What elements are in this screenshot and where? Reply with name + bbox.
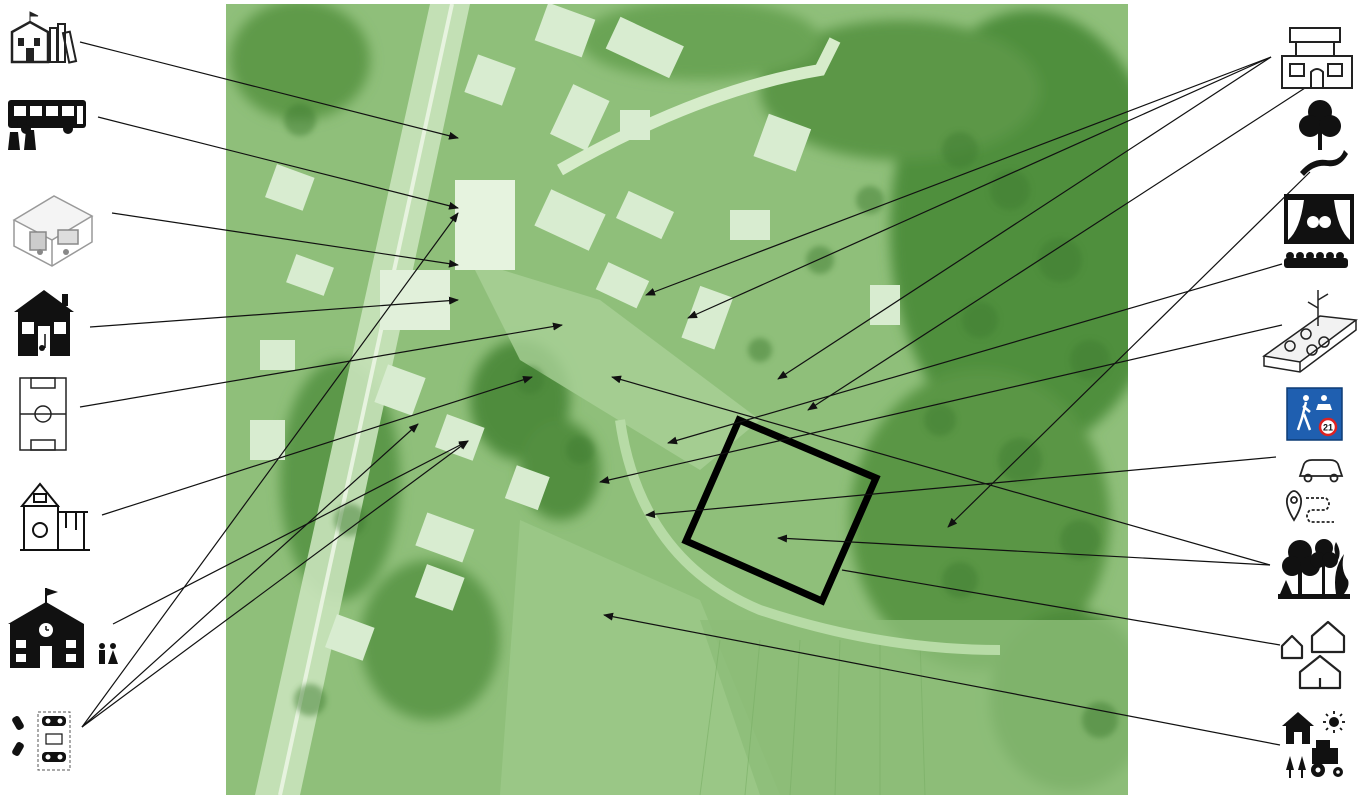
aerial-map <box>226 4 1128 795</box>
pedestrian-zone-sign-icon: 21 <box>1286 387 1343 441</box>
car-route-icon <box>1285 459 1344 523</box>
farm-icon <box>1282 711 1345 778</box>
arrow <box>611 375 1271 566</box>
residential-building-icon <box>1281 27 1353 89</box>
arrow <box>112 440 469 625</box>
arrow <box>89 296 459 328</box>
park-tree-icon <box>1299 100 1348 176</box>
site-outline <box>681 415 881 606</box>
forest-icon <box>1278 539 1350 599</box>
arrow <box>777 56 1272 380</box>
parking-icon <box>12 711 71 771</box>
garden-bed-icon <box>1262 290 1358 373</box>
market-pavilion-icon <box>12 195 94 267</box>
buildings <box>250 4 900 661</box>
school-icon <box>8 588 118 668</box>
arrow <box>81 440 469 728</box>
houses-icon <box>1280 620 1346 690</box>
football-field-icon <box>19 377 67 451</box>
arrow <box>603 612 1281 746</box>
school-library-icon <box>10 11 78 64</box>
music-house-icon <box>14 290 74 356</box>
arrow <box>687 56 1272 319</box>
arrow <box>645 456 1277 519</box>
arrow <box>645 56 1272 296</box>
arrow <box>599 324 1283 484</box>
arrow <box>101 375 533 516</box>
theatre-icon <box>1284 194 1354 268</box>
arrow <box>667 263 1283 445</box>
speed-limit-number: 21 <box>1323 423 1333 433</box>
field-stripes <box>699 639 926 795</box>
kindergarten-icon <box>19 482 90 551</box>
arrow <box>841 569 1281 646</box>
arrow <box>97 116 459 210</box>
arrow <box>81 423 419 728</box>
arrow <box>807 87 1306 411</box>
arrow <box>79 322 563 408</box>
connector-arrows <box>79 41 1311 746</box>
bus-stop-icon <box>8 100 86 150</box>
arrow <box>947 171 1311 528</box>
tree-texture <box>284 104 1118 738</box>
arrow <box>81 212 459 728</box>
arrow <box>777 534 1271 566</box>
arrow <box>79 41 459 140</box>
arrow <box>111 212 459 268</box>
